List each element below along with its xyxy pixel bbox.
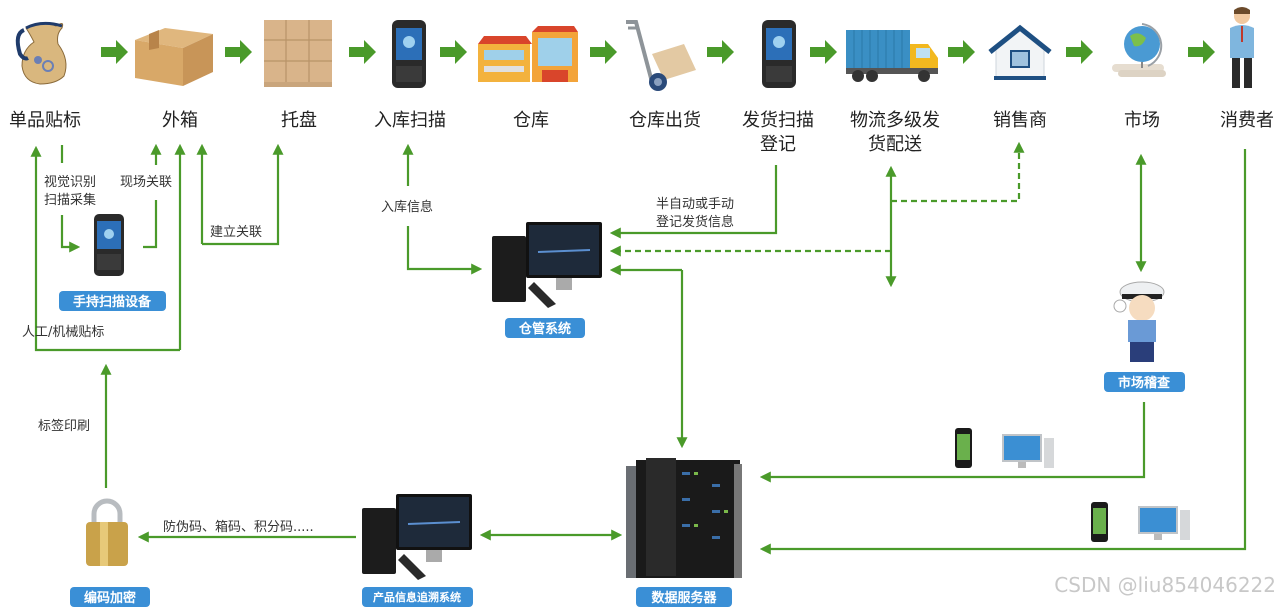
watermark: CSDN @liu854046222 [1054,573,1276,597]
edge-label-inbound-info: 入库信息 [381,199,433,215]
person-icon [1230,7,1254,88]
stage-label-market: 市场 [1124,110,1160,131]
smartphone-icon [955,428,972,468]
stage-label-dealer: 销售商 [993,110,1047,131]
data-server-badge [636,587,732,607]
handheld-scanner-icon [392,20,426,88]
handheld-device-label: 手持扫描设备 [73,294,152,310]
trace-system-badge [362,587,473,607]
monitor-icon [1138,506,1190,540]
edge-label-ship-info-1: 半自动或手动 [656,197,734,212]
flow-arrow [810,40,837,64]
stage-label-consumer: 消费者 [1220,110,1274,131]
edge-label-ship-info-2: 登记发货信息 [656,214,734,230]
flow-arrow [101,40,128,64]
market-inspection-badge [1104,372,1185,392]
edge-label-codes: 防伪码、箱码、积分码..... [163,519,314,535]
globe-icon [1112,23,1166,77]
edge-label-visual-recognition: 视觉识别 [44,175,96,190]
handheld-device-node [94,214,124,276]
flow-arrow [440,40,467,64]
flow-arrow [948,40,975,64]
edge-label-onsite-link: 现场关联 [120,175,172,190]
smartphone-icon [1091,502,1108,542]
flow-arrows [101,40,1215,64]
jug-icon [15,21,67,85]
desktop-computer-icon [362,494,472,580]
flow-arrow [225,40,252,64]
edge-label-manual-labeling: 人工/机械贴标 [22,325,104,340]
pallet-icon [264,20,332,87]
encryption-label: 编码加密 [84,590,136,606]
stage-label-warehouse-out: 仓库出货 [629,110,701,131]
warehouse-system-badge [505,318,585,338]
right-connectors [759,149,1247,555]
left-connectors [30,143,284,488]
center-connectors [137,141,1025,543]
edge-label-build-link: 建立关联 [210,225,262,240]
trace-system-label: 产品信息追溯系统 [373,590,461,604]
flow-arrow [590,40,617,64]
stage-label-item-labeling: 单品贴标 [9,110,81,131]
truck-icon [846,30,938,82]
handheld-scanner-icon [762,20,796,88]
stage-label-outer-box: 外箱 [162,110,198,131]
stage-label-shipping-scan-line2: 登记 [760,134,796,155]
warehouse-buildings-icon [478,26,578,82]
desktop-computer-icon [492,222,602,308]
flow-arrow [349,40,376,64]
carton-box-icon [135,28,213,86]
market-inspection-label: 市场稽查 [1118,375,1171,391]
monitor-icon [1002,434,1054,468]
edge-label-scan-capture: 扫描采集 [44,192,96,208]
stage-label-pallet: 托盘 [281,110,317,131]
stage-label-warehouse: 仓库 [513,110,549,131]
warehouse-system-label: 仓管系统 [518,321,571,337]
stage-label-logistics: 物流多级发 [850,110,940,131]
server-rack-icon [626,458,742,578]
encryption-badge [70,587,150,607]
edge-label-label-printing: 标签印刷 [38,418,90,434]
flow-arrow [1066,40,1093,64]
stage-label-inbound-scan: 入库扫描 [374,110,446,131]
stage-label-shipping-scan: 发货扫描 [742,110,814,131]
flow-arrow [707,40,734,64]
inspector-officer-icon [1113,281,1165,362]
hand-truck-icon [626,20,696,91]
data-server-label: 数据服务器 [651,590,717,606]
house-icon [988,24,1052,80]
handheld-device-badge [59,291,166,311]
lock-icon [86,498,128,566]
flow-arrow [1188,40,1215,64]
stage-label-logistics-line2: 货配送 [868,134,922,155]
